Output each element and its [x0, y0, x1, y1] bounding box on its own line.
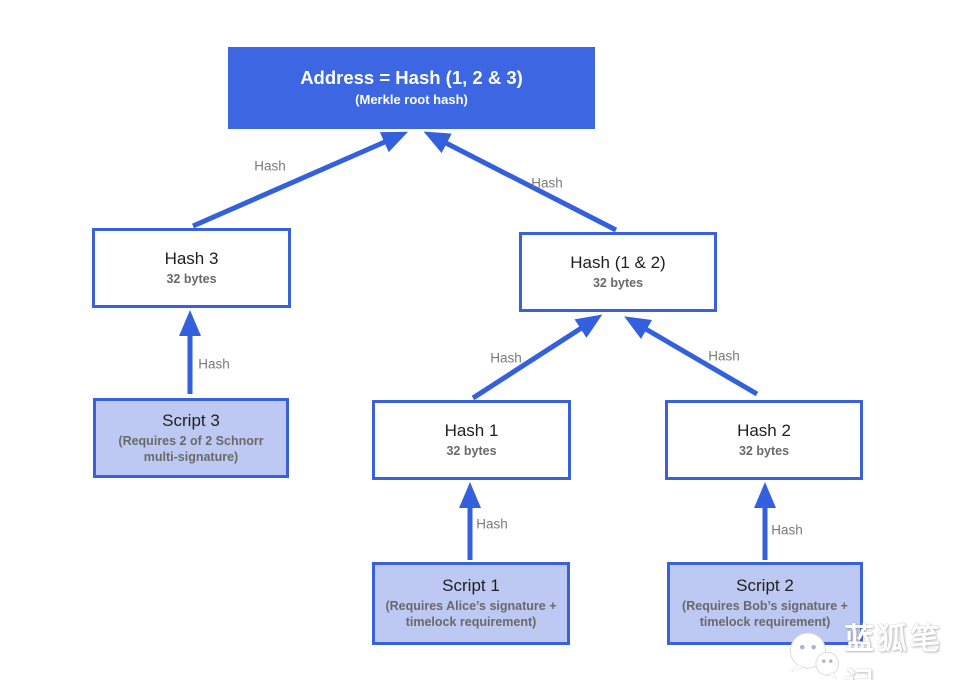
node-hash-1: Hash 1 32 bytes [372, 400, 571, 480]
node-subtitle: 32 bytes [446, 443, 497, 458]
node-hash-3: Hash 3 32 bytes [92, 228, 291, 308]
edge-label-hash: Hash [490, 350, 522, 366]
node-subtitle: 32 bytes [592, 275, 644, 290]
node-title: Script 3 [162, 410, 220, 430]
node-script-2: Script 2 (Requires Bob’s signature + tim… [667, 562, 863, 645]
node-subtitle: 32 bytes [166, 271, 217, 286]
node-title: Hash 3 [164, 248, 219, 268]
node-script-3: Script 3 (Requires 2 of 2 Schnorr multi-… [93, 398, 289, 478]
node-title: Script 1 [442, 576, 500, 596]
edge-hash3-to-root [191, 131, 409, 229]
edge-label-hash: Hash [198, 356, 230, 372]
edge-hash12-to-root [423, 131, 618, 233]
node-subtitle: (Merkle root hash) [355, 92, 468, 108]
node-subtitle: 32 bytes [738, 443, 790, 458]
node-title: Hash 2 [737, 420, 791, 440]
node-address-root: Address = Hash (1, 2 & 3) (Merkle root h… [228, 47, 595, 129]
edge-hash2-to-hash12 [624, 316, 759, 397]
node-title: Script 2 [736, 576, 794, 596]
node-title: Hash (1 & 2) [570, 252, 666, 272]
edge-label-hash: Hash [771, 522, 803, 538]
node-hash-2: Hash 2 32 bytes [665, 400, 863, 480]
node-subtitle: (Requires Bob’s signature + timelock req… [682, 599, 848, 629]
edge-label-hash: Hash [476, 516, 508, 532]
edge-label-hash: Hash [254, 158, 286, 174]
node-subtitle: (Requires Alice’s signature + timelock r… [385, 599, 557, 629]
node-hash-1-2: Hash (1 & 2) 32 bytes [519, 232, 717, 312]
node-subtitle: (Requires 2 of 2 Schnorr multi-signature… [118, 433, 264, 464]
edge-label-hash: Hash [531, 175, 563, 191]
edge-label-hash: Hash [708, 348, 740, 364]
node-script-1: Script 1 (Requires Alice’s signature + t… [372, 562, 570, 645]
node-title: Address = Hash (1, 2 & 3) [300, 67, 523, 89]
node-title: Hash 1 [444, 420, 499, 440]
